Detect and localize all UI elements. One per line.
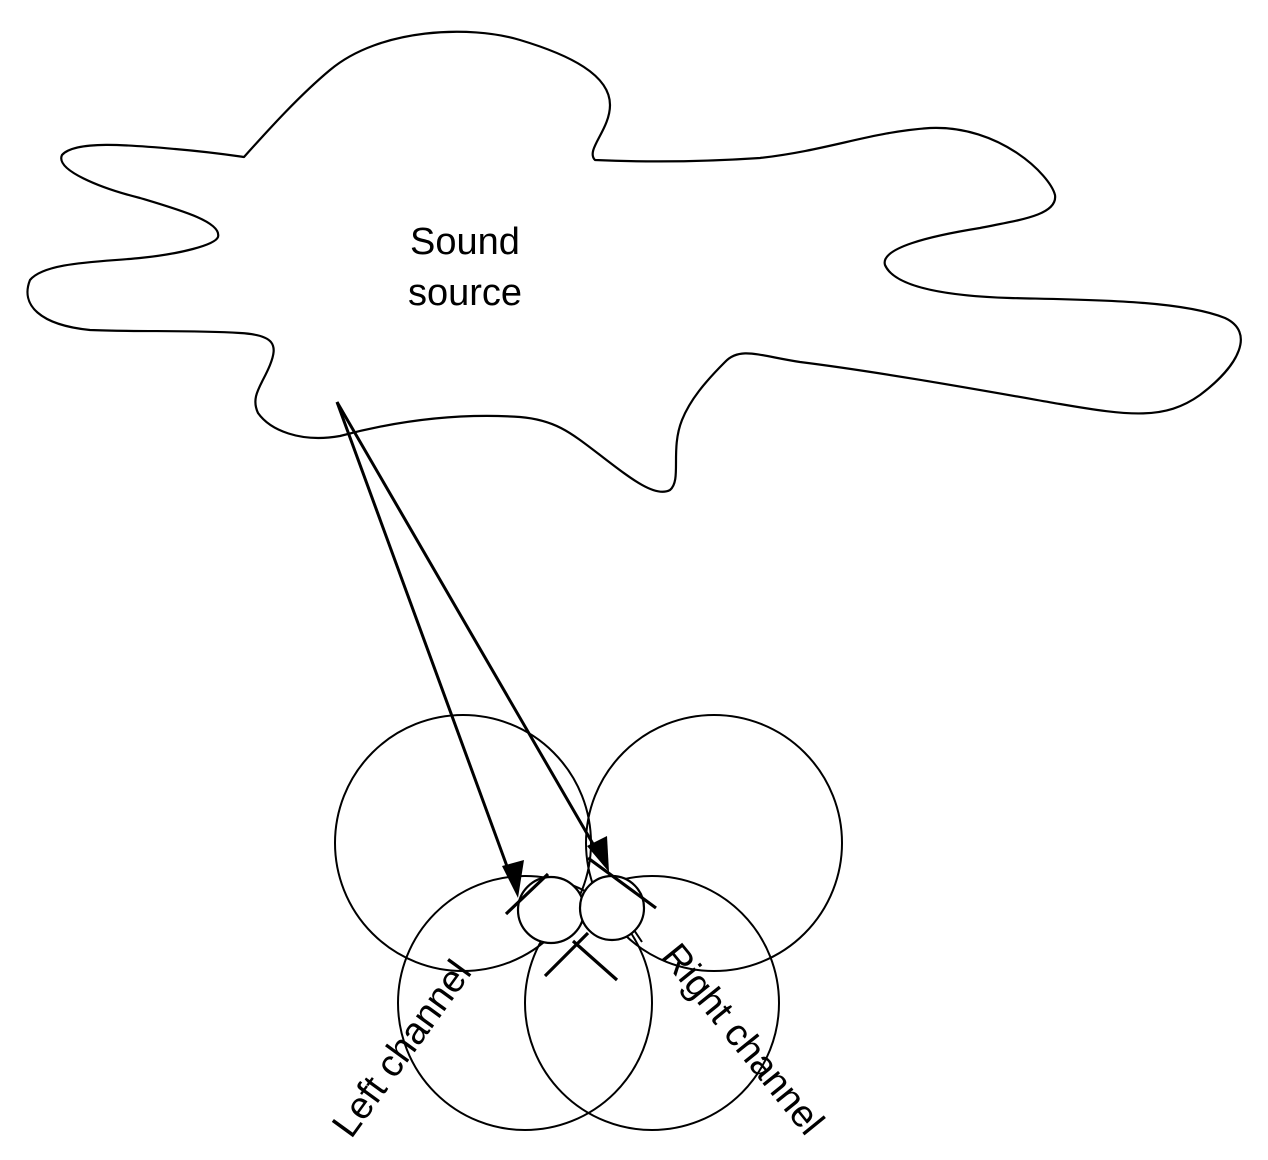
lower-stem bbox=[571, 939, 619, 982]
left-microphone-capsule bbox=[516, 875, 586, 945]
right-lower-pattern-circle bbox=[524, 875, 780, 1131]
sound-source-label-line2: source bbox=[408, 272, 522, 314]
right-microphone-stub bbox=[633, 929, 643, 943]
lower-crossbar bbox=[543, 931, 590, 978]
left-channel-label: Left channel bbox=[324, 953, 480, 1145]
right-capsule-front-bar bbox=[587, 856, 657, 910]
ray-right-arrowhead bbox=[587, 836, 609, 872]
right-upper-pattern-circle bbox=[585, 714, 843, 972]
ray-to-left-channel bbox=[335, 401, 514, 881]
ray-left-arrowhead bbox=[502, 860, 524, 898]
ray-to-right-channel bbox=[335, 401, 602, 857]
left-capsule-front-bar bbox=[504, 872, 550, 916]
left-lower-pattern-circle bbox=[397, 875, 653, 1131]
sound-source-label-line1: Sound bbox=[410, 221, 520, 263]
sound-source-outline bbox=[26, 30, 1242, 493]
